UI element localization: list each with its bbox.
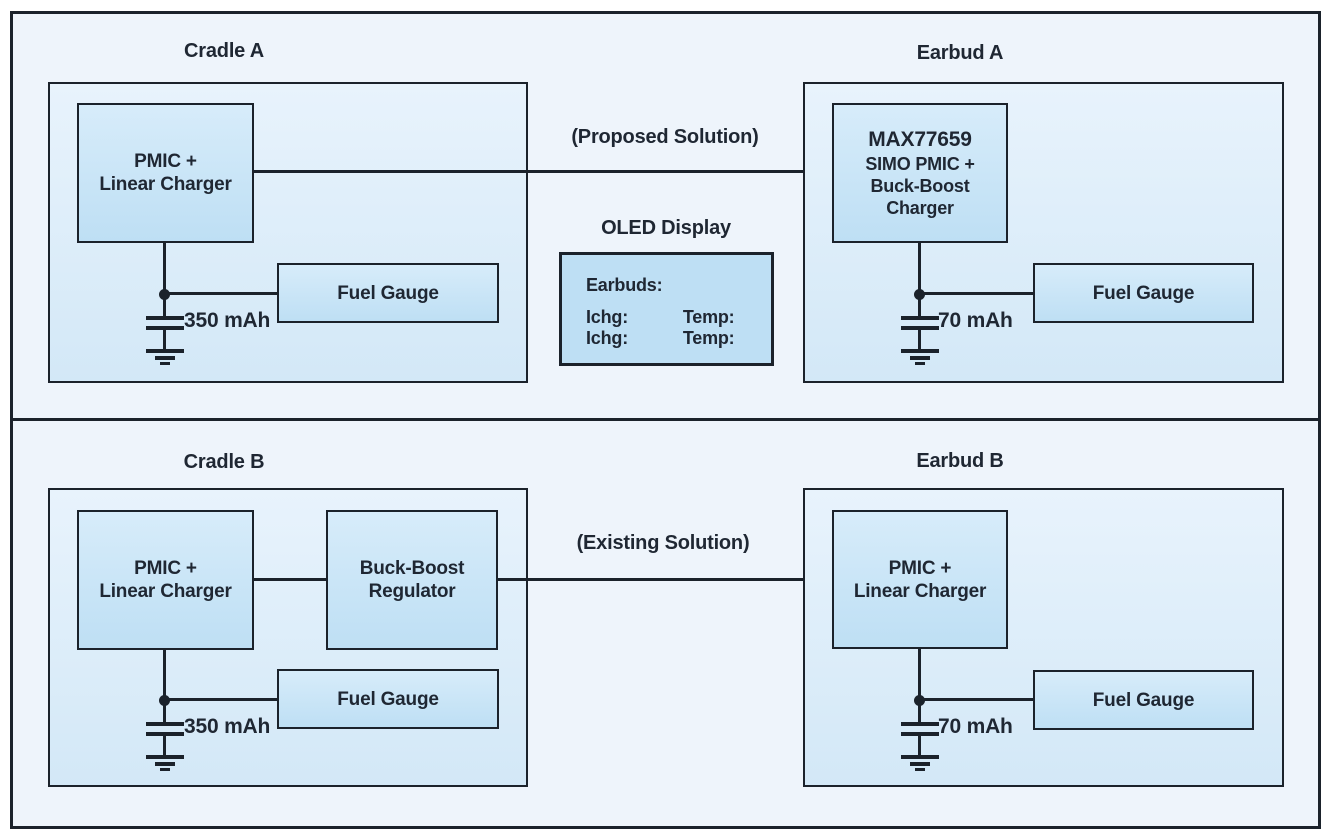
- fuel-gauge-label: Fuel Gauge: [1092, 689, 1195, 711]
- earbud-b-battery-label: 70 mAh: [938, 715, 1013, 738]
- chip-label-line3: Buck-Boost: [870, 176, 970, 196]
- wire: [164, 292, 277, 295]
- pmic-label-line1: PMIC +: [134, 151, 197, 172]
- pmic-label-line2: Linear Charger: [853, 580, 987, 602]
- ground-icon: [146, 349, 184, 353]
- ground-icon: [910, 762, 930, 766]
- fuel-gauge-label: Fuel Gauge: [337, 282, 439, 304]
- pmic-label-line1: PMIC +: [888, 557, 952, 579]
- wire: [163, 736, 166, 755]
- ground-icon: [901, 349, 939, 353]
- pmic-label-line1: PMIC +: [134, 558, 197, 579]
- wire: [163, 648, 166, 723]
- earbud-a-fuel-gauge-block: Fuel Gauge: [1033, 263, 1254, 323]
- earbud-b-title: Earbud B: [916, 450, 1004, 472]
- earbud-a-max77659-block: MAX77659 SIMO PMIC + Buck-Boost Charger: [832, 103, 1008, 243]
- oled-readout-rows: Ichg: Temp: Ichg: Temp:: [586, 307, 771, 349]
- battery-icon: [146, 722, 184, 726]
- oled-display-title: OLED Display: [601, 217, 731, 239]
- battery-icon: [901, 316, 939, 320]
- chip-name-label: MAX77659: [868, 128, 972, 151]
- ground-icon: [155, 356, 175, 360]
- earbud-b-pmic-block: PMIC + Linear Charger: [832, 510, 1008, 649]
- ground-icon: [160, 768, 170, 771]
- battery-icon: [901, 722, 939, 726]
- wire: [918, 241, 921, 317]
- ground-icon: [155, 762, 175, 766]
- oled-row: Ichg: Temp:: [586, 328, 771, 349]
- ground-icon: [915, 768, 925, 771]
- pmic-label-line2: Linear Charger: [99, 174, 232, 195]
- earbud-a-battery-label: 70 mAh: [938, 309, 1013, 332]
- wire: [498, 578, 814, 581]
- ground-icon: [915, 362, 925, 365]
- cradle-b-title: Cradle B: [183, 451, 265, 473]
- earbud-b-fuel-gauge-block: Fuel Gauge: [1033, 670, 1254, 730]
- existing-solution-note: (Existing Solution): [576, 532, 750, 554]
- chip-label-line4: Charger: [886, 198, 954, 218]
- cradle-a-pmic-block: PMIC + Linear Charger: [77, 103, 254, 243]
- cradle-a-battery-label: 350 mAh: [184, 309, 271, 332]
- battery-icon: [901, 732, 939, 736]
- battery-icon: [901, 326, 939, 330]
- battery-icon: [146, 732, 184, 736]
- oled-header: Earbuds:: [586, 275, 663, 295]
- battery-icon: [146, 326, 184, 330]
- wire: [164, 698, 277, 701]
- cradle-b-fuel-gauge-block: Fuel Gauge: [277, 669, 499, 729]
- pmic-label-line2: Linear Charger: [99, 581, 232, 602]
- battery-icon: [146, 316, 184, 320]
- earbud-a-title: Earbud A: [916, 42, 1004, 64]
- chip-label-line2: SIMO PMIC +: [865, 154, 975, 174]
- oled-temp-label: Temp:: [682, 307, 735, 327]
- regulator-label-line1: Buck-Boost: [359, 558, 465, 579]
- wire: [919, 292, 1033, 295]
- cradle-a-fuel-gauge-block: Fuel Gauge: [277, 263, 499, 323]
- wire: [163, 330, 166, 349]
- cradle-a-title: Cradle A: [184, 40, 264, 62]
- wire: [918, 736, 921, 755]
- wire: [254, 578, 326, 581]
- ground-icon: [901, 755, 939, 759]
- wire: [919, 698, 1033, 701]
- regulator-label-line2: Regulator: [368, 581, 456, 602]
- panel-divider-line: [10, 418, 1321, 421]
- wire: [163, 241, 166, 317]
- oled-ichg-label: Ichg:: [586, 307, 628, 327]
- oled-ichg-label: Ichg:: [586, 328, 628, 348]
- wire: [918, 330, 921, 349]
- fuel-gauge-label: Fuel Gauge: [1092, 282, 1195, 304]
- cradle-b-pmic-block: PMIC + Linear Charger: [77, 510, 254, 650]
- fuel-gauge-label: Fuel Gauge: [337, 688, 439, 710]
- wire: [253, 170, 814, 173]
- proposed-solution-note: (Proposed Solution): [571, 126, 759, 148]
- oled-row: Ichg: Temp:: [586, 307, 771, 328]
- oled-display-box: Earbuds: Ichg: Temp: Ichg: Temp:: [559, 252, 774, 366]
- oled-temp-label: Temp:: [682, 328, 735, 348]
- wire: [918, 647, 921, 723]
- ground-icon: [910, 356, 930, 360]
- cradle-b-buck-boost-block: Buck-Boost Regulator: [326, 510, 498, 650]
- ground-icon: [160, 362, 170, 365]
- ground-icon: [146, 755, 184, 759]
- cradle-b-battery-label: 350 mAh: [184, 715, 271, 738]
